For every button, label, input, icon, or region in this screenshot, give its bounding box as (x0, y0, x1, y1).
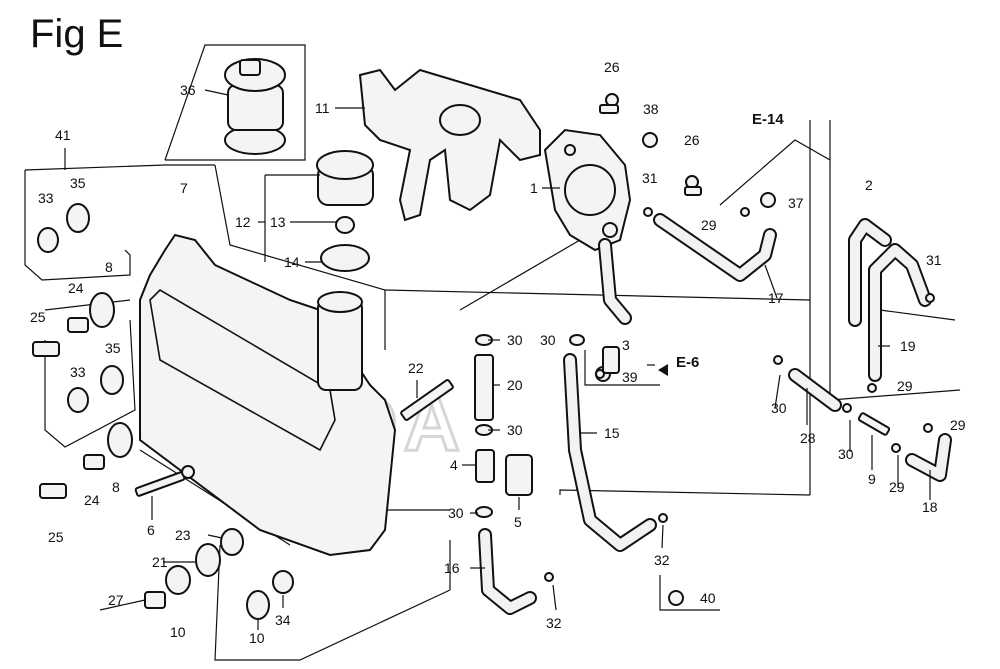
label-9: 9 (868, 471, 876, 487)
label-20: 20 (507, 377, 523, 393)
label-38: 38 (643, 101, 659, 117)
ref-e6: E-6 (676, 354, 699, 371)
label-30f: 30 (838, 446, 854, 462)
fuel-pump-1 (543, 128, 632, 252)
label-8b: 8 (112, 479, 120, 495)
label-1: 1 (530, 180, 538, 196)
label-30c: 30 (448, 505, 464, 521)
label-3: 3 (622, 337, 630, 353)
label-26b: 26 (684, 132, 700, 148)
label-25a: 25 (30, 309, 46, 325)
reference-labels: E-14 E-6 (658, 111, 784, 376)
hoses (478, 213, 952, 615)
label-33a: 33 (38, 190, 54, 206)
label-29c: 29 (950, 417, 966, 433)
label-27: 27 (108, 592, 124, 608)
label-30d: 30 (540, 332, 556, 348)
label-5: 5 (514, 514, 522, 530)
label-13: 13 (270, 214, 286, 230)
left-hardware (32, 203, 195, 499)
label-29a: 29 (701, 217, 717, 233)
label-29d: 29 (889, 479, 905, 495)
label-8a: 8 (105, 259, 113, 275)
fuel-tank-7 (139, 233, 397, 557)
label-21: 21 (152, 554, 168, 570)
label-30a: 30 (507, 332, 523, 348)
label-12: 12 (235, 214, 251, 230)
label-17: 17 (768, 290, 784, 306)
ref-e14: E-14 (752, 111, 784, 128)
filler-cap-12 (316, 150, 374, 272)
figure-title: Fig E (30, 12, 124, 56)
fuel-cap-36 (224, 58, 286, 155)
label-4: 4 (450, 457, 458, 473)
label-24b: 24 (84, 492, 100, 508)
label-39: 39 (622, 369, 638, 385)
label-31a: 31 (642, 170, 658, 186)
label-34: 34 (275, 612, 291, 628)
label-41: 41 (55, 127, 71, 143)
label-25b: 25 (48, 529, 64, 545)
label-15: 15 (604, 425, 620, 441)
label-16: 16 (444, 560, 460, 576)
label-6: 6 (147, 522, 155, 538)
part-labels: 36 11 1 7 12 13 14 41 33 35 8 24 25 33 3… (30, 59, 966, 646)
label-36: 36 (180, 82, 196, 98)
label-30e: 30 (771, 400, 787, 416)
label-23: 23 (175, 527, 191, 543)
label-35b: 35 (105, 340, 121, 356)
label-2: 2 (865, 177, 873, 193)
label-22: 22 (408, 360, 424, 376)
label-31b: 31 (926, 252, 942, 268)
label-33b: 33 (70, 364, 86, 380)
label-11: 11 (315, 100, 330, 116)
label-40: 40 (700, 590, 716, 606)
label-29b: 29 (897, 378, 913, 394)
label-10b: 10 (249, 630, 265, 646)
leader-lines (64, 89, 931, 630)
label-24a: 24 (68, 280, 84, 296)
center-parts (400, 334, 620, 518)
label-19: 19 (900, 338, 916, 354)
label-37: 37 (788, 195, 804, 211)
label-32b: 32 (654, 552, 670, 568)
label-30b: 30 (507, 422, 523, 438)
label-18: 18 (922, 499, 938, 515)
bracket-11 (358, 68, 541, 222)
label-32a: 32 (546, 615, 562, 631)
label-35a: 35 (70, 175, 86, 191)
label-28: 28 (800, 430, 816, 446)
label-14: 14 (284, 254, 300, 270)
fasteners (544, 93, 935, 606)
label-10a: 10 (170, 624, 186, 640)
label-7: 7 (180, 180, 188, 196)
label-26a: 26 (604, 59, 620, 75)
